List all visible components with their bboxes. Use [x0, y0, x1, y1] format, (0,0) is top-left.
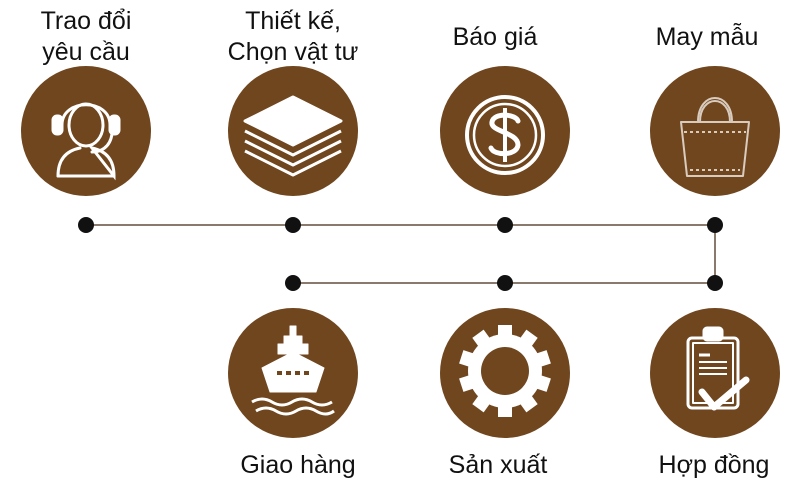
clipboard-check-icon: [686, 326, 750, 411]
step-2-circle: [228, 66, 358, 196]
step-1-label-line-2: yêu cầu: [42, 38, 130, 66]
step-6-label: Sản xuất: [398, 450, 598, 481]
dot-step-1: [78, 217, 94, 233]
material-layers-icon: [243, 95, 343, 177]
step-3-circle: [440, 66, 570, 196]
cargo-ship-icon: [251, 325, 335, 416]
junction-dots: [78, 217, 723, 291]
step-5-label: Hợp đồng: [614, 450, 800, 481]
step-4-label: May mẫu: [607, 22, 800, 53]
step-6-label-line-1: Sản xuất: [448, 451, 548, 479]
dot-step-2: [285, 217, 301, 233]
customer-support-headset-icon: [51, 102, 121, 181]
step-1-label: Trao đổi yêu cầu: [0, 6, 186, 68]
dot-step-7: [285, 275, 301, 291]
dot-step-3: [497, 217, 513, 233]
step-7-label-line-1: Giao hàng: [240, 451, 356, 479]
step-1-label-line-1: Trao đổi: [40, 7, 132, 35]
step-2-label: Thiết kế, Chọn vật tư: [193, 6, 393, 68]
step-5-circle: [650, 308, 780, 438]
gear-icon: [459, 325, 551, 417]
step-4-label-line-1: May mẫu: [655, 23, 759, 51]
step-6-circle: [440, 308, 570, 438]
step-3-label: Báo giá: [395, 22, 595, 53]
step-7-label: Giao hàng: [198, 450, 398, 481]
step-3-label-line-1: Báo giá: [452, 23, 538, 51]
step-1-circle: [21, 66, 151, 196]
dot-step-6: [497, 275, 513, 291]
step-2-label-line-1: Thiết kế,: [245, 7, 341, 35]
dot-step-4: [707, 217, 723, 233]
connector-lines: [86, 224, 716, 284]
dot-step-5: [707, 275, 723, 291]
step-2-label-line-2: Chọn vật tư: [227, 38, 359, 66]
tote-bag-icon: [680, 97, 750, 177]
dollar-coin-icon: [465, 95, 545, 175]
step-5-label-line-1: Hợp đồng: [658, 451, 770, 479]
step-7-circle: [228, 308, 358, 438]
step-4-circle: [650, 66, 780, 196]
